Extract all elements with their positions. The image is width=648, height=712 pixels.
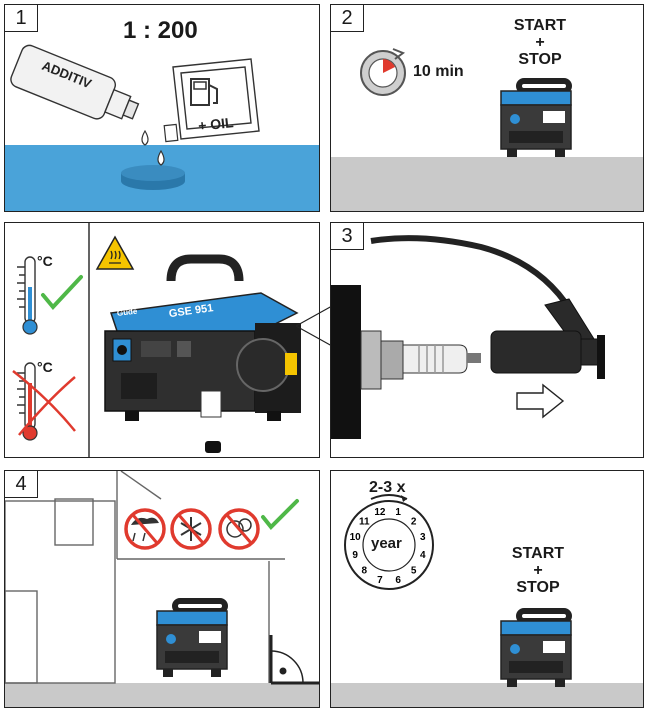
plug-boot-icon — [490, 298, 605, 379]
no-rain-icon — [124, 508, 166, 550]
timer-icon — [360, 48, 406, 96]
calendar-dial-icon — [344, 494, 434, 590]
generator-icon — [500, 78, 572, 157]
start-text: START — [513, 17, 567, 34]
environment-illustration — [5, 471, 319, 707]
month-label: 10 — [350, 532, 362, 543]
fuel-mix-illustration: ADDITIV + OIL — [5, 44, 319, 211]
thermometer-hot-icon — [17, 362, 38, 441]
month-label: 1 — [395, 507, 401, 518]
start-stop-label: START + STOP — [505, 545, 571, 596]
building-outline — [5, 471, 285, 684]
no-children-icon — [218, 508, 260, 550]
month-label: 4 — [420, 550, 426, 561]
spark-plug-icon — [360, 330, 481, 390]
panel-temperature: GSE 951 Güde °C °C — [4, 222, 320, 458]
arrow-right-icon — [516, 383, 565, 419]
floor — [331, 683, 643, 707]
unit-ok: °C — [37, 253, 53, 269]
frequency-label: 2-3 x — [369, 479, 406, 496]
month-label: 3 — [420, 532, 426, 543]
panel-spark-plug: 3 — [330, 222, 644, 458]
panel-number: 4 — [5, 471, 38, 498]
drop-icon — [157, 149, 165, 166]
floor — [5, 683, 319, 707]
floor — [331, 157, 643, 211]
generator-icon — [156, 598, 228, 677]
start-text: START — [511, 545, 565, 562]
month-label: 9 — [352, 550, 358, 561]
mix-ratio: 1 : 200 — [123, 17, 198, 44]
panel-number: 2 — [331, 5, 364, 32]
panel-number: 1 — [5, 5, 38, 32]
engine-block — [331, 285, 361, 439]
unit-bad: °C — [37, 359, 53, 375]
ignition-cable — [370, 235, 574, 313]
plus-text: + — [533, 562, 543, 579]
brand-label: Güde — [117, 307, 139, 318]
can-label: + OIL — [197, 114, 234, 134]
stop-text: STOP — [516, 579, 560, 596]
check-icon — [41, 275, 83, 311]
generator-icon — [500, 608, 572, 687]
thermometer-cold-icon — [17, 256, 38, 335]
month-label: 8 — [362, 566, 368, 577]
fuel-can-icon — [163, 58, 260, 143]
check-icon — [261, 499, 299, 530]
stop-text: STOP — [518, 51, 562, 68]
month-label: 2 — [411, 516, 417, 527]
panel-environment: 4 — [4, 470, 320, 708]
spark-plug-illustration — [331, 235, 605, 439]
month-label: 12 — [374, 507, 386, 518]
month-label: 11 — [359, 516, 370, 527]
right-angle-icon — [269, 635, 319, 685]
drop-icon — [141, 129, 149, 146]
month-label: 5 — [411, 566, 417, 577]
period-label: year — [371, 535, 402, 552]
no-frost-icon — [170, 508, 212, 550]
additive-bottle-icon — [10, 44, 140, 120]
start-stop-label: START + STOP — [507, 17, 573, 68]
warm-up-illustration — [331, 48, 643, 211]
hot-surface-warning-icon — [95, 235, 135, 270]
panel-number: 3 — [331, 223, 364, 250]
panel-fuel-mix: 1 1 : 200 ADDITIV + OIL — [4, 4, 320, 212]
generator-large-icon — [104, 254, 301, 453]
plus-text: + — [535, 34, 545, 51]
panel-warm-up: 2 10 min START + STOP — [330, 4, 644, 212]
cross-icon — [12, 370, 76, 436]
temperature-illustration: GSE 951 Güde — [12, 223, 301, 457]
duration-label: 10 min — [413, 63, 464, 80]
month-label: 6 — [395, 575, 401, 586]
month-label: 7 — [377, 575, 383, 586]
